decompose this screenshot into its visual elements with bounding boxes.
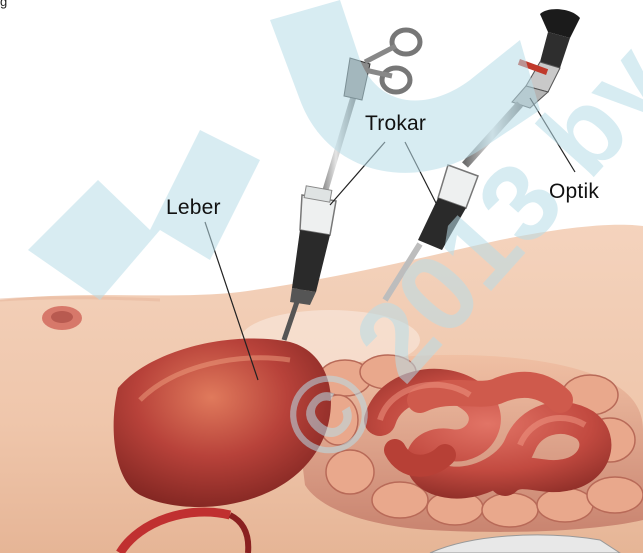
label-leber: Leber <box>166 196 221 220</box>
top-left-fragment: g <box>0 0 7 9</box>
label-trokar: Trokar <box>365 112 426 136</box>
label-optik: Optik <box>549 180 599 204</box>
